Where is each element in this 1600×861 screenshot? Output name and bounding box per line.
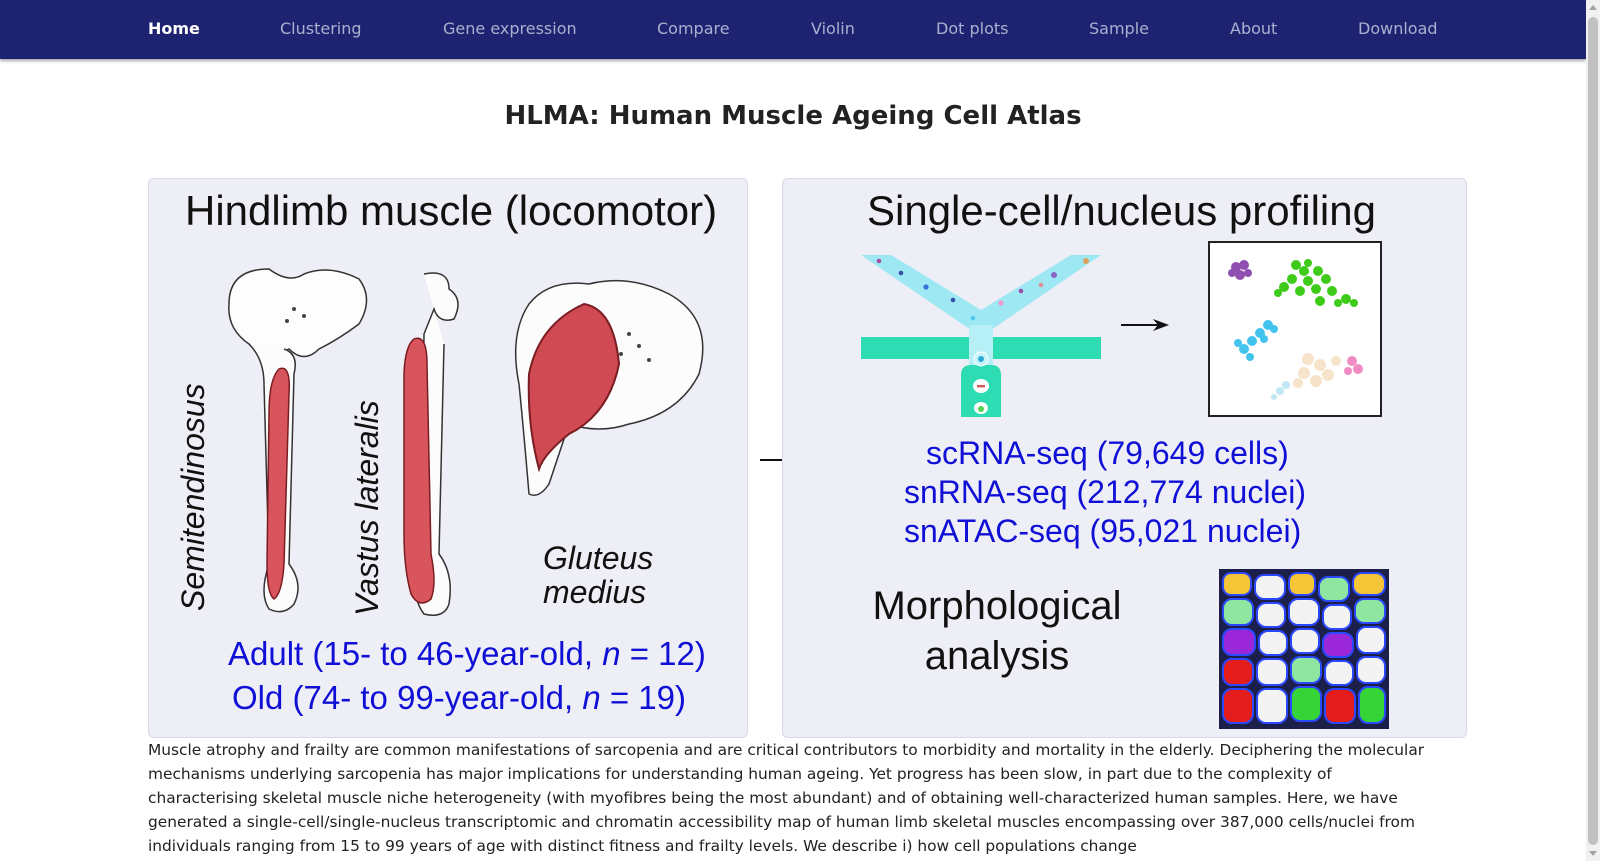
- page-scrollbar[interactable]: [1586, 0, 1600, 861]
- profiling-heading: Single-cell/nucleus profiling: [867, 187, 1376, 234]
- arrow-right-small-icon: [1121, 319, 1169, 331]
- scroll-down-arrow-icon[interactable]: [1589, 851, 1597, 856]
- scroll-thumb[interactable]: [1588, 17, 1598, 845]
- cohort-adult: Adult (15- to 46-year-old, n = 12): [228, 635, 706, 672]
- nav-compare[interactable]: Compare: [657, 19, 730, 38]
- label-semitendinosus: Semitendinosus: [175, 383, 211, 611]
- assay-scrna: scRNA-seq (79,649 cells): [926, 435, 1289, 471]
- pelvis-icon: [228, 268, 368, 358]
- atlas-description: Muscle atrophy and frailty are common ma…: [148, 741, 1425, 855]
- label-vastus-lateralis: Vastus lateralis: [349, 400, 385, 616]
- nav-gene-expression[interactable]: Gene expression: [443, 19, 577, 38]
- semitendinosus-muscle: [266, 367, 291, 600]
- muscle-anatomy-illustration: [228, 268, 704, 616]
- gluteus-medius-muscle: [527, 302, 621, 473]
- figure-panel-profiling: Single-cell/nucleus profiling: [782, 178, 1467, 738]
- hindlimb-heading: Hindlimb muscle (locomotor): [185, 187, 718, 234]
- nav-clustering[interactable]: Clustering: [280, 19, 362, 38]
- muscle-histology-illustration: [1219, 569, 1389, 729]
- page-title: HLMA: Human Muscle Ageing Cell Atlas: [504, 101, 1082, 131]
- vastus-lateralis-muscle: [403, 337, 435, 604]
- nav-dot-plots[interactable]: Dot plots: [936, 19, 1009, 38]
- top-navbar: Home Clustering Gene expression Compare …: [0, 0, 1586, 59]
- nav-download[interactable]: Download: [1358, 19, 1438, 38]
- nav-violin[interactable]: Violin: [811, 19, 855, 38]
- label-gluteus: Gluteus: [543, 540, 654, 576]
- label-medius: medius: [543, 574, 647, 610]
- scroll-up-arrow-icon[interactable]: [1589, 5, 1597, 10]
- figure-panel-hindlimb: Hindlimb muscle (locomotor) Semitendinos…: [148, 178, 748, 738]
- nav-sample[interactable]: Sample: [1089, 19, 1149, 38]
- nav-about[interactable]: About: [1230, 19, 1278, 38]
- nav-home[interactable]: Home: [148, 19, 200, 38]
- morphological-analysis-label: Morphological analysis: [872, 584, 1122, 678]
- cluster-plot-illustration: [1208, 241, 1382, 417]
- assay-snrna: snRNA-seq (212,774 nuclei): [904, 474, 1306, 510]
- cohort-old: Old (74- to 99-year-old, n = 19): [232, 679, 686, 716]
- microfluidic-chip-illustration: [861, 255, 1101, 417]
- assay-snatac: snATAC-seq (95,021 nuclei): [904, 513, 1302, 549]
